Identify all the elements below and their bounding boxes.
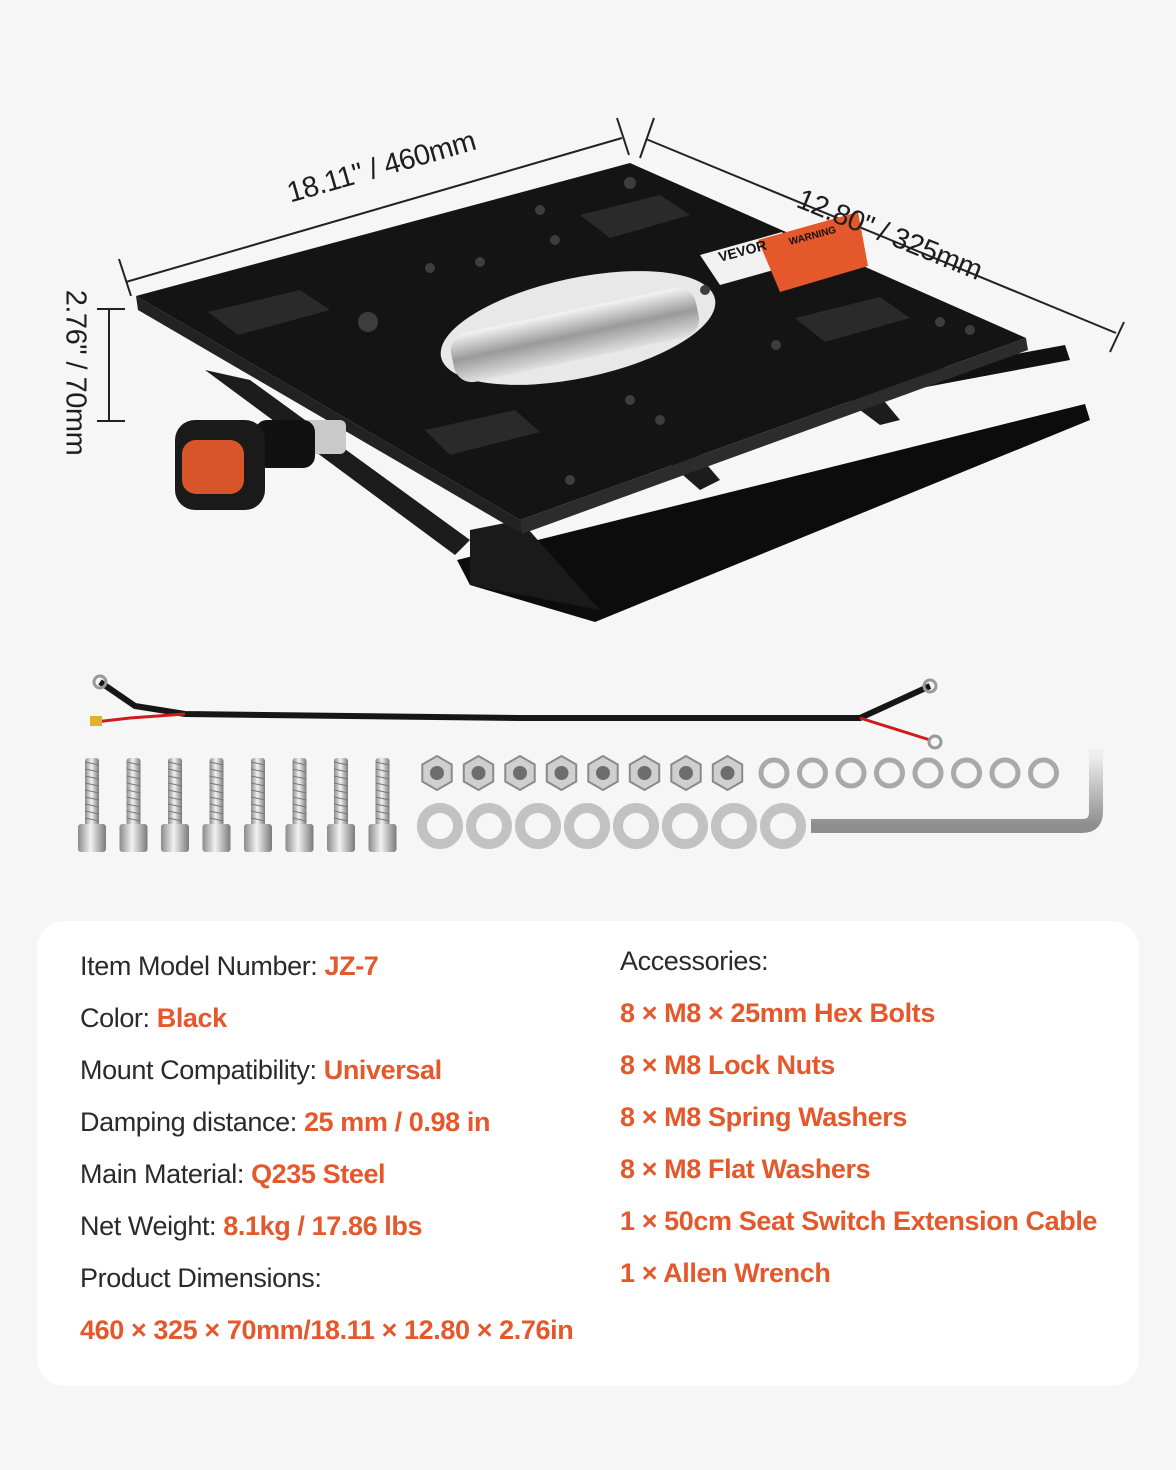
allen-wrench [811, 749, 1103, 833]
hex-bolt [119, 758, 148, 852]
spec-value: Black [156, 1003, 227, 1033]
spec-label: Color: [80, 1003, 150, 1033]
flat-washer [613, 803, 659, 849]
hex-bolt [78, 758, 106, 852]
flat-washer [417, 803, 463, 849]
flat-washer [564, 803, 610, 849]
spring-washer [989, 757, 1021, 789]
hex-bolt [202, 758, 231, 852]
flat-washer [760, 803, 806, 849]
lock-nut [628, 754, 661, 792]
spring-washer [1028, 757, 1059, 789]
spec-product-dimensions-value: 460 × 325 × 70mm/18.11 × 12.80 × 2.76in [80, 1315, 574, 1346]
hex-bolt [161, 758, 189, 852]
specifications-card [37, 921, 1139, 1386]
lock-nut [587, 754, 619, 792]
spec-label: Damping distance: [80, 1107, 297, 1137]
hex-bolt [368, 758, 397, 852]
seat-plate: VEVOR WARNING [136, 163, 1028, 534]
spring-washer [951, 757, 982, 789]
lock-nut [545, 754, 578, 792]
spec-product-dimensions-label: Product Dimensions: [80, 1263, 322, 1294]
lock-nut [421, 754, 453, 792]
accessory-item: 1 × 50cm Seat Switch Extension Cable [620, 1206, 1098, 1236]
hex-bolt [285, 758, 314, 852]
spring-washer [874, 757, 905, 789]
spec-mount-compatibility: Mount Compatibility: Universal [80, 1055, 442, 1086]
accessories-title: Accessories: [620, 946, 769, 976]
tension-spring [450, 287, 700, 383]
spring-washer [758, 757, 790, 789]
accessory-item: 1 × Allen Wrench [620, 1258, 831, 1288]
flat-washer [662, 803, 708, 849]
height-dimension-line [97, 308, 125, 422]
depth-dimension-line [639, 117, 1125, 353]
spring-washer [797, 757, 828, 789]
hex-bolt [244, 758, 272, 852]
lock-nut [504, 754, 536, 792]
spec-model-number: Item Model Number: JZ-7 [80, 951, 379, 982]
hex-bolts [78, 758, 397, 852]
spec-value: 8.1kg / 17.86 lbs [223, 1211, 423, 1241]
flat-washer [711, 803, 757, 849]
spec-label: Main Material: [80, 1159, 244, 1189]
spec-value: 25 mm / 0.98 in [303, 1107, 491, 1137]
hex-bolt [327, 758, 355, 852]
spec-label: Mount Compatibility: [80, 1055, 317, 1085]
accessory-item: 8 × M8 Lock Nuts [620, 1050, 835, 1080]
lock-nut [711, 754, 744, 792]
spec-main-material: Main Material: Q235 Steel [80, 1159, 386, 1190]
mounting-holes [358, 177, 975, 485]
spec-net-weight: Net Weight: 8.1kg / 17.86 lbs [80, 1211, 423, 1242]
spec-label: Item Model Number: [80, 951, 318, 981]
accessory-item: 8 × M8 Flat Washers [620, 1154, 871, 1184]
accessory-item: 8 × M8 × 25mm Hex Bolts [620, 998, 935, 1028]
lock-nuts [421, 754, 744, 792]
product-illustration: VEVOR WARNING [78, 117, 1125, 852]
width-dimension-line [118, 117, 630, 297]
spring-washer [912, 757, 944, 789]
spec-value: JZ-7 [324, 951, 379, 981]
lock-nut [462, 754, 495, 792]
spec-label: Net Weight: [80, 1211, 217, 1241]
adjustment-knob [175, 420, 346, 510]
spec-label: Product Dimensions: [80, 1263, 322, 1293]
flat-washers [417, 803, 806, 849]
flat-washer [515, 803, 561, 849]
spec-value: Q235 Steel [251, 1159, 386, 1189]
height-dimension-label: 2.76" / 70mm [59, 289, 92, 456]
spec-color: Color: Black [80, 1003, 227, 1034]
lock-nut [670, 754, 702, 792]
spec-damping-distance: Damping distance: 25 mm / 0.98 in [80, 1107, 490, 1138]
spring-washers [758, 757, 1059, 789]
flat-washer [466, 803, 512, 849]
extension-cable [90, 674, 943, 750]
spec-value: 460 × 325 × 70mm/18.11 × 12.80 × 2.76in [80, 1315, 574, 1345]
spec-value: Universal [323, 1055, 442, 1085]
spring-washer [835, 757, 867, 789]
warning-label: VEVOR WARNING [700, 212, 868, 292]
accessory-item: 8 × M8 Spring Washers [620, 1102, 907, 1132]
